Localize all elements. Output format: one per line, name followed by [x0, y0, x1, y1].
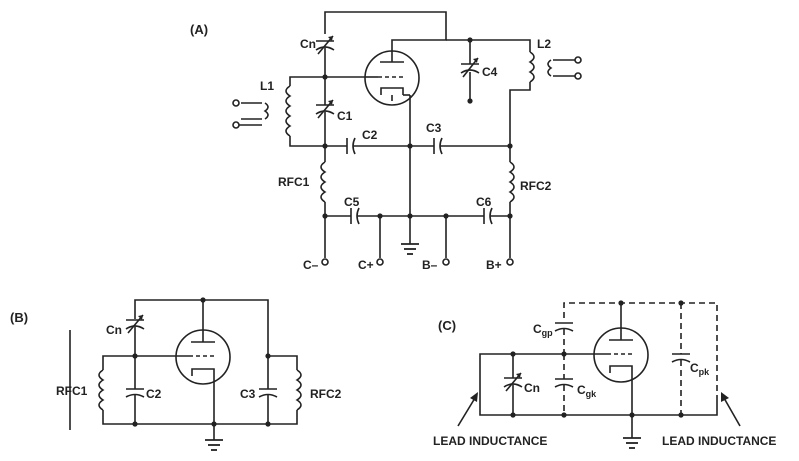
label-a-l1: L1: [260, 79, 274, 93]
label-a-b-minus: B–: [422, 258, 438, 272]
panel-b-rfc2-choke: [268, 355, 302, 425]
label-c-cgp-sub: gp: [542, 328, 553, 338]
label-c-cgk-sub: gk: [586, 389, 597, 399]
label-c-lead-inductance-right: LEAD INDUCTANCE: [662, 434, 776, 448]
panel-a-l2-coil: [470, 39, 582, 146]
label-c-cpk: Cpk: [690, 361, 710, 377]
panel-a-c6-capacitor: [483, 207, 510, 225]
panel-c-ground-symbol: [623, 437, 641, 449]
terminal-b-minus: [442, 258, 450, 266]
terminal-c-plus: [376, 258, 384, 266]
panel-b-c3-capacitor: [258, 356, 278, 424]
label-b-cn: Cn: [106, 323, 122, 337]
label-c-cn: Cn: [524, 381, 540, 395]
panel-a-label: (A): [190, 22, 208, 37]
label-b-c3: C3: [240, 387, 256, 401]
label-b-rfc2: RFC2: [310, 387, 342, 401]
label-a-c3: C3: [426, 121, 442, 135]
label-a-c1: C1: [337, 109, 353, 123]
label-a-c-minus: C–: [303, 258, 319, 272]
panel-a-rfc2-choke: [508, 146, 515, 216]
label-b-rfc1: RFC1: [56, 384, 88, 398]
lead-inductance-right-arrow: [721, 392, 741, 427]
label-a-l2: L2: [537, 37, 551, 51]
panel-b-circuit: [69, 297, 302, 451]
label-a-rfc2: RFC2: [520, 179, 552, 193]
panel-b-rfc1-choke: [98, 355, 135, 425]
panel-c-circuit: [457, 300, 741, 449]
label-a-c6: C6: [476, 195, 492, 209]
label-a-cn: Cn: [300, 37, 316, 51]
label-a-rfc1: RFC1: [278, 175, 310, 189]
label-a-c5: C5: [344, 195, 360, 209]
panel-c-cgk-capacitor: [554, 354, 574, 415]
panel-a-c4-capacitor: [391, 39, 480, 101]
panel-a-rfc1-choke: [320, 146, 327, 216]
panel-b-c2-capacitor: [125, 356, 145, 424]
panel-a-c5-capacitor: [325, 207, 484, 225]
label-a-c4: C4: [482, 65, 498, 79]
panel-a-circuit: [232, 11, 582, 266]
label-c-cgp: Cgp: [533, 322, 553, 338]
label-a-c2: C2: [362, 128, 378, 142]
panel-a-ground-symbol: [401, 243, 419, 255]
label-c-cgk: Cgk: [577, 383, 597, 399]
label-a-b-plus: B+: [486, 258, 502, 272]
panel-c-label: (C): [438, 318, 456, 333]
panel-a-c3-capacitor: [410, 137, 510, 155]
panel-a-c2-capacitor: [325, 137, 410, 155]
terminal-c-minus: [321, 258, 329, 266]
panel-c-cn-capacitor: [503, 354, 523, 415]
panel-b-cn-capacitor: [125, 314, 145, 356]
panel-b-ground-symbol: [205, 439, 223, 451]
terminal-b-plus: [506, 258, 514, 266]
lead-inductance-left-arrow: [457, 392, 478, 427]
panel-c-cgp-capacitor: [554, 322, 574, 354]
label-a-c-plus: C+: [358, 258, 374, 272]
panel-a-l1-coil: [232, 76, 325, 147]
panel-c-cpk-capacitor: [671, 303, 691, 415]
label-c-cpk-sub: pk: [699, 367, 710, 377]
panel-a-cn-capacitor: [315, 35, 335, 55]
label-b-c2: C2: [146, 387, 162, 401]
label-c-lead-inductance-left: LEAD INDUCTANCE: [433, 434, 547, 448]
panel-a-c1-capacitor: [315, 77, 335, 146]
panel-b-label: (B): [10, 310, 28, 325]
